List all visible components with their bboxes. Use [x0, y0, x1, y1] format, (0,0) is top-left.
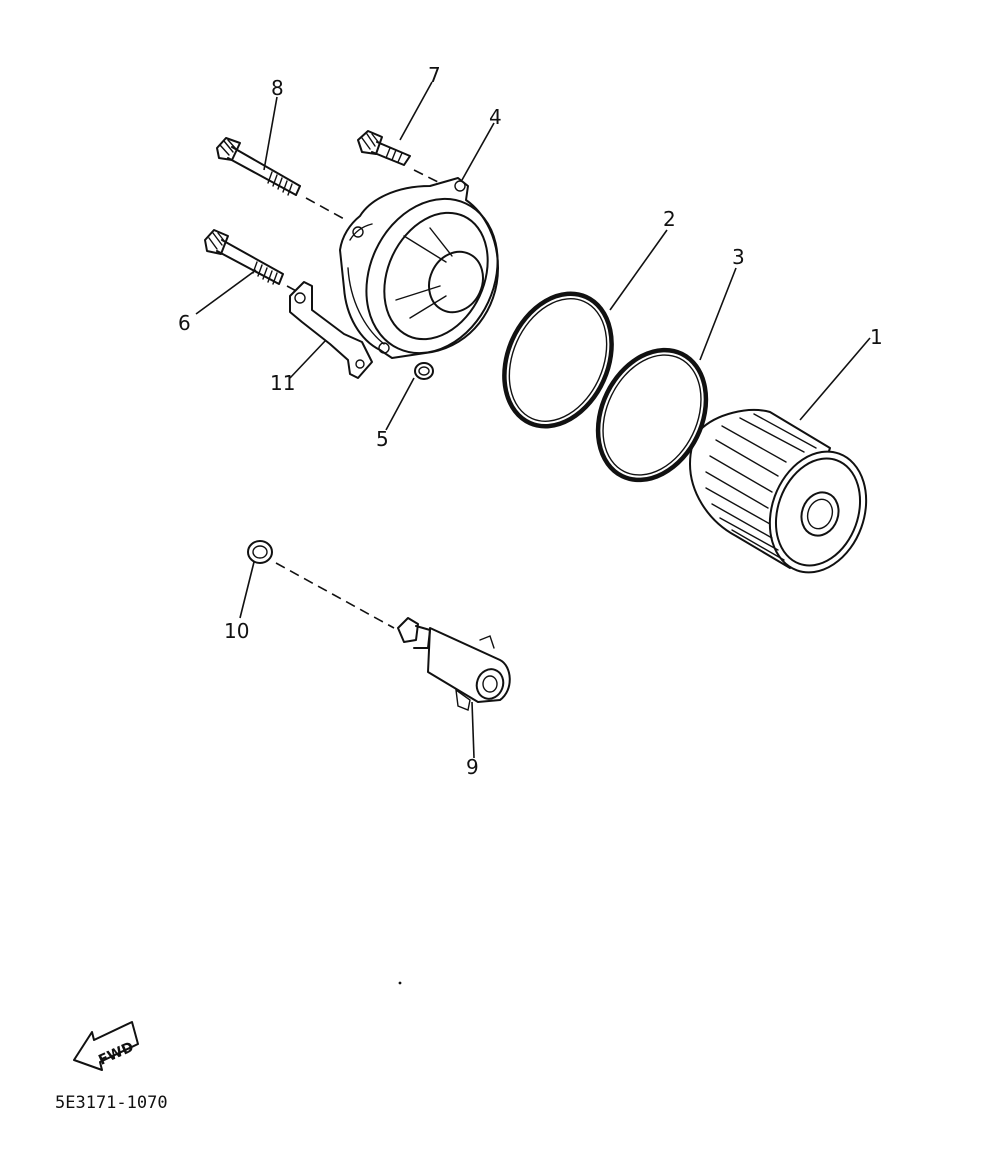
- oil-filter-cover: [339, 177, 499, 359]
- pressure-switch: [397, 617, 511, 711]
- bracket: [289, 281, 373, 379]
- callout-9: 9: [466, 755, 479, 779]
- callout-10: 10: [224, 619, 249, 643]
- callout-6: 6: [178, 311, 191, 335]
- callout-5: 5: [376, 427, 389, 451]
- callout-11: 11: [270, 371, 295, 395]
- fwd-arrow: FWD: [73, 1021, 139, 1071]
- callout-4: 4: [489, 105, 502, 129]
- callout-7: 7: [428, 63, 441, 87]
- o-ring-10: [247, 540, 273, 564]
- o-ring-5: [414, 362, 434, 380]
- callout-3: 3: [732, 245, 745, 269]
- switch-axis: [275, 562, 395, 629]
- callout-8: 8: [271, 76, 284, 100]
- bolt-6: [204, 229, 284, 285]
- drawing-code: 5E3171-1070: [55, 1093, 168, 1113]
- leader-lines: [195, 81, 871, 759]
- fwd-label: FWD: [96, 1039, 136, 1069]
- bolt-8: [216, 137, 301, 196]
- o-ring-3: [595, 347, 709, 483]
- bolt-8-axis: [305, 197, 347, 221]
- o-ring-2: [502, 291, 614, 429]
- oil-filter-element: [689, 409, 868, 574]
- bolt-6-axis: [286, 285, 301, 294]
- bolt-7-axis: [413, 169, 441, 184]
- stray-dot: [398, 981, 402, 985]
- bolt-7: [357, 130, 411, 166]
- callout-1: 1: [870, 325, 883, 349]
- callout-2: 2: [663, 207, 676, 231]
